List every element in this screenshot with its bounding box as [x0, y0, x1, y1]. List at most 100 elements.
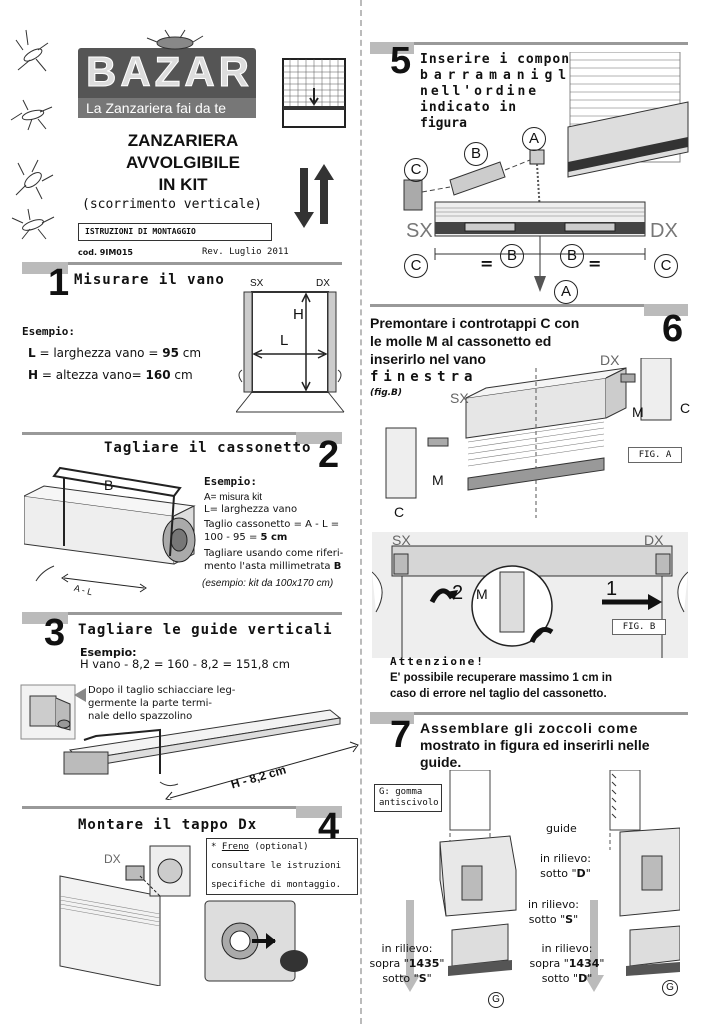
step7-number: 7 [390, 714, 412, 756]
step7-number-tab [370, 712, 414, 724]
lb2-value: S [418, 972, 427, 985]
rb2-value: D [578, 972, 588, 985]
fig5-eq-right: = [588, 254, 602, 273]
step3-title: Tagliare le guide verticali [78, 622, 333, 638]
step3-number: 3 [44, 612, 66, 654]
column-divider [360, 0, 362, 1024]
step2-title: Tagliare il cassonetto [104, 440, 312, 456]
rb1-suffix: " [599, 957, 605, 970]
step2-a-line: A= misura kit [204, 492, 263, 503]
right-bottom-label: in rilievo: [541, 942, 593, 955]
step2-number: 2 [318, 434, 340, 476]
note-line-2: germente la parte termi- [88, 698, 212, 709]
step5-number-tab [370, 42, 414, 54]
page-title: ZANZARIERA AVVOLGIBILE IN KIT [78, 130, 288, 196]
fig5-sx-label: SX [406, 220, 433, 242]
fig5-a-top: A [522, 127, 546, 151]
brand-tagline: La Zanzariera fai da te [78, 98, 256, 118]
brake-line-2: consultare le istruzioni [211, 861, 342, 871]
fig5-dx-label: DX [650, 220, 678, 242]
step6-number: 6 [662, 308, 684, 350]
instructions-badge: ISTRUZIONI DI MONTAGGIO [78, 223, 272, 241]
lb1-suffix: " [439, 957, 445, 970]
fig6a-c-left: C [394, 504, 405, 520]
step1-example-label: Esempio: [22, 325, 75, 338]
step1-rule [22, 262, 342, 265]
h-unit: cm [170, 368, 193, 382]
fig6b-caption: FIG. B [612, 619, 666, 635]
step6-fig-ref: (fig.B) [370, 388, 403, 398]
window-measure-figure [236, 291, 345, 413]
step5-number: 5 [390, 40, 412, 82]
brake-link: Freno [221, 842, 249, 852]
feet-assembly-figure [400, 770, 680, 992]
step1-l-line: L = larghezza vano = 95 cm [28, 346, 201, 361]
relief-d-value: D [576, 867, 586, 880]
mosquito-logo-icon [146, 29, 204, 50]
step1-number-tab [22, 262, 68, 274]
fig5-b-right: B [560, 244, 584, 268]
rubber-line-1: G: gomma [379, 787, 423, 797]
h-key: H [28, 368, 39, 382]
step3-rule [22, 612, 342, 615]
brake-prefix: * [211, 842, 222, 852]
warning-title: Attenzione! [390, 655, 485, 668]
rb2-prefix: sotto " [541, 972, 579, 985]
rb2-suffix: " [587, 972, 593, 985]
step7-rule [370, 712, 688, 715]
relief-s-prefix: sotto " [528, 913, 566, 926]
s6-line-1: Premontare i controtappi C con [370, 315, 580, 331]
relief-d-block: in rilievo: sotto "D" [540, 851, 591, 881]
note-pointer-icon [74, 688, 86, 702]
step5-title: Inserire i componenti nella barramanigli… [420, 52, 658, 132]
end-cap-figure [59, 845, 308, 986]
box-assembly-figure [385, 358, 672, 518]
s5-line-2: barramaniglia [420, 68, 600, 83]
step2-cut-line2: mento l'asta millimetrata B [204, 559, 341, 574]
s7-line-2: mostrato in figura ed inserirli nelle [420, 737, 650, 753]
step4-number: 4 [318, 806, 340, 848]
fig6a-m-right: M [632, 404, 644, 420]
step3-calc: H vano - 8,2 = 160 - 8,2 = 151,8 cm [80, 657, 290, 671]
step4-rule [22, 806, 342, 809]
step6-title: Premontare i controtappi C con le molle … [370, 314, 579, 386]
relief-d-suffix: " [585, 867, 591, 880]
s7-line-1: Assemblare gli zoccoli come [420, 720, 639, 736]
brand-name: BAZAR [86, 48, 253, 96]
warning-line-1: E' possibile recuperare massimo 1 cm in [390, 672, 612, 684]
l-value: 95 [162, 346, 179, 360]
rubber-line-2: antiscivolo [379, 798, 439, 808]
warning-text: E' possibile recuperare massimo 1 cm in … [390, 670, 612, 702]
s5-line-5: figura [420, 116, 467, 131]
window-mesh-icon [282, 58, 346, 128]
fig6a-c-right: C [680, 400, 691, 416]
fig1-h-label: H [293, 306, 304, 323]
step1-h-line: H = altezza vano= 160 cm [28, 368, 193, 383]
fig5-b-top: B [464, 142, 488, 166]
step2-example-label: Esempio: [204, 475, 257, 488]
step2-rule [22, 432, 342, 435]
lb2-prefix: sotto " [382, 972, 419, 985]
title-line-3: IN KIT [158, 175, 208, 194]
s7-line-3: guide. [420, 754, 462, 770]
l-text: = larghezza vano = [35, 346, 163, 360]
fig6a-sx-label: SX [450, 390, 469, 406]
guide-label: guide [546, 822, 577, 835]
relief-d-label: in rilievo: [540, 852, 591, 865]
left-bottom-label: in rilievo: [381, 942, 433, 955]
h-text: = altezza vano= [38, 368, 146, 382]
step3-note: Dopo il taglio schiacciare leg- germente… [88, 684, 235, 723]
doc-code: cod. 9IM015 [78, 248, 133, 257]
step2-number-tab [296, 432, 342, 444]
fig6b-sx-label: SX [392, 532, 411, 548]
fig6a-dx-label: DX [600, 352, 620, 368]
fig5-c-left: C [404, 254, 428, 278]
step2-calc-line1: Taglio cassonetto = A - L = [204, 519, 340, 530]
guide-cut-figure [63, 709, 359, 800]
fig2-b-label: B [104, 477, 114, 493]
step4-number-tab [296, 806, 342, 818]
fig6a-m-left: M [432, 472, 444, 488]
step4-brake-note: * Freno (optional) consultare le istruzi… [206, 838, 358, 895]
step3-example-label: Esempio: [80, 646, 137, 659]
fig4-dx-label: DX [104, 852, 121, 866]
